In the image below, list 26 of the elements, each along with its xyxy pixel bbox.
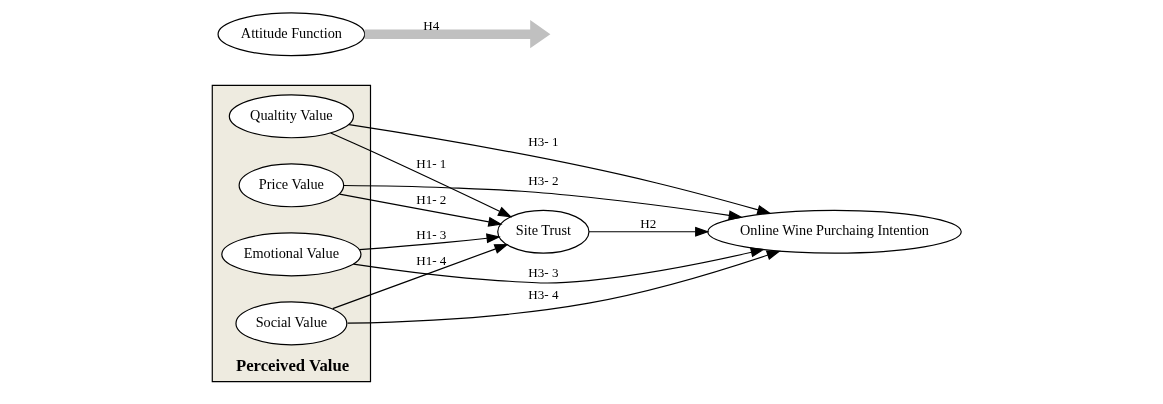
node-ellipse: Attitude Function [216,12,365,57]
edge-label: H3- 3 [527,264,558,280]
edge-label: H2 [639,215,656,231]
node-ellipse: Price Value [238,163,344,208]
node-ellipse: Social Value [234,301,347,346]
arrow [346,250,781,324]
node-ellipse: Site Trust [496,209,590,254]
arrow [338,193,503,227]
arrow [329,132,512,218]
arrow [358,233,501,251]
arrow [364,20,550,49]
arrow [331,244,509,310]
arrow [587,226,709,237]
edge-label: H3- 4 [527,287,558,303]
edge-label: H1- 4 [415,252,446,268]
arrow [352,247,765,284]
node-ellipse: Emotional Value [220,232,362,277]
edge-label: H3- 2 [527,173,558,189]
edge-label: H1- 1 [415,156,446,172]
node-ellipse: Qualtity Value [228,94,354,139]
arrow [342,184,743,221]
edge-label: H4 [422,18,439,34]
edge-label: H3- 1 [527,133,558,149]
arrow [348,124,771,215]
edge-label: H1- 3 [415,226,446,242]
edge-label: H1- 2 [415,192,446,208]
